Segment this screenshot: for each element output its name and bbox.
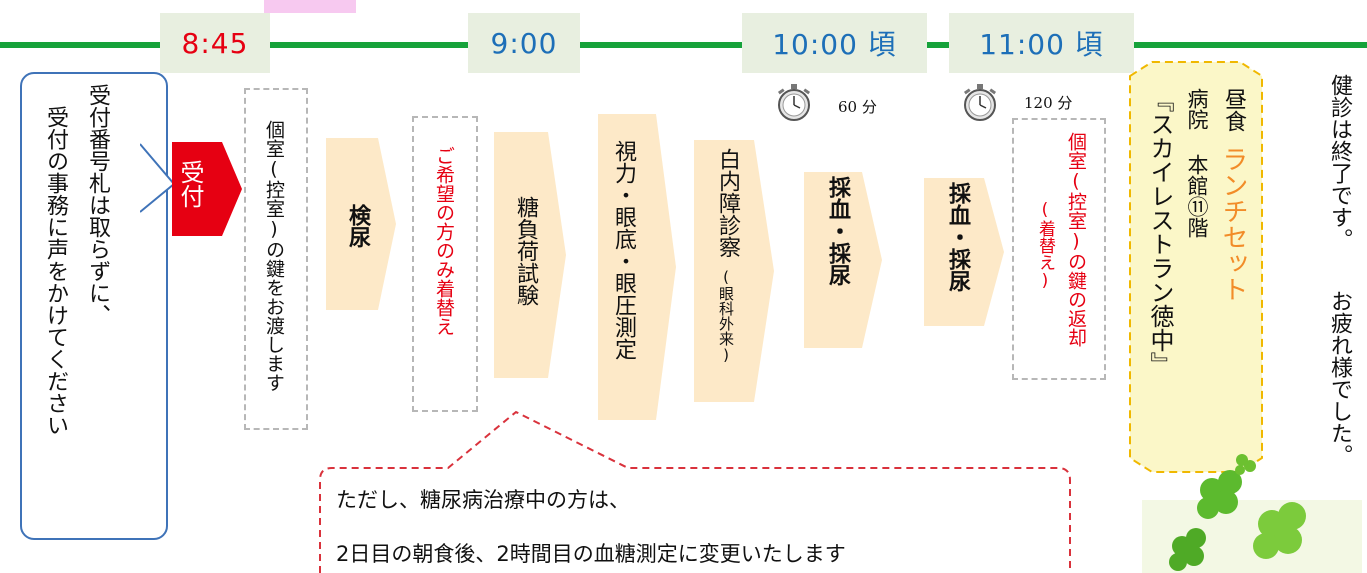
closing-line-1: 健診は終了です。 (1327, 74, 1352, 250)
cataract-sub-label: (眼科外来) (717, 268, 735, 364)
glucose-test-arrow (494, 132, 566, 378)
callout-line-1: 受付番号札は取らずに、 (85, 84, 110, 326)
blood-urine-label-2: 採血・採尿 (945, 182, 970, 292)
time-text: 10:00 頃 (772, 28, 897, 61)
pink-tab (264, 0, 356, 13)
time-label-1000: 10:00 頃 (742, 13, 927, 73)
urine-test-arrow (326, 138, 396, 310)
duration-60: 60 分 (838, 98, 877, 116)
eye-tests-label: 視力・眼底・眼圧測定 (611, 140, 636, 360)
cataract-arrow (694, 140, 774, 402)
reception-arrow (172, 142, 242, 236)
changing-box (412, 116, 478, 412)
key-return-box (1012, 118, 1106, 380)
lunch-place: 病院 本館⑪階 (1185, 88, 1209, 238)
note-line-2: 2日目の朝食後、2時間目の血糖測定に変更いたします (336, 542, 846, 566)
note-callout-border (319, 410, 1071, 573)
reception-label: 受付 (176, 160, 204, 208)
lunch-restaurant: 『スカイレストラン徳中』 (1146, 88, 1174, 376)
callout-line-2: 受付の事務に声をかけてください (43, 106, 68, 436)
closing-line-2: お疲れ様でした。 (1327, 290, 1352, 466)
note-line-1: ただし、糖尿病治療中の方は、 (336, 488, 630, 512)
blood-urine-arrow-2 (924, 178, 1004, 326)
changing-text: ご希望の方のみ着替え (433, 146, 455, 336)
cataract-label: 白内障診察 (715, 148, 740, 258)
time-label-0900: 9:00 (468, 13, 580, 73)
key-return-sub: (着替え) (1035, 200, 1055, 291)
blood-urine-arrow-1 (804, 172, 882, 348)
blood-urine-label-1: 採血・採尿 (825, 176, 850, 286)
lunch-title: 昼食 (1221, 88, 1246, 132)
key-return-text: 個室(控室)の鍵の返却 (1065, 132, 1087, 347)
glucose-test-label: 糖負荷試験 (513, 196, 538, 306)
lunch-set: ランチセット (1218, 146, 1248, 302)
stopwatch-icon (963, 84, 997, 121)
callout-tail (140, 143, 176, 213)
time-text: 8:45 (181, 26, 249, 60)
stopwatch-icon (777, 84, 811, 121)
time-text: 11:00 頃 (979, 28, 1104, 61)
clover-decoration (1142, 454, 1362, 573)
time-text: 9:00 (490, 26, 558, 60)
urine-test-label: 検尿 (345, 204, 370, 248)
time-label-1100: 11:00 頃 (949, 13, 1134, 73)
key-handover-box (244, 88, 308, 430)
timeline-bar (0, 42, 1367, 48)
duration-120: 120 分 (1024, 94, 1073, 112)
lunch-box (1129, 61, 1263, 473)
time-label-0845: 8:45 (160, 13, 270, 73)
key-handover-text: 個室(控室)の鍵をお渡します (263, 120, 285, 392)
eye-tests-arrow (598, 114, 676, 420)
